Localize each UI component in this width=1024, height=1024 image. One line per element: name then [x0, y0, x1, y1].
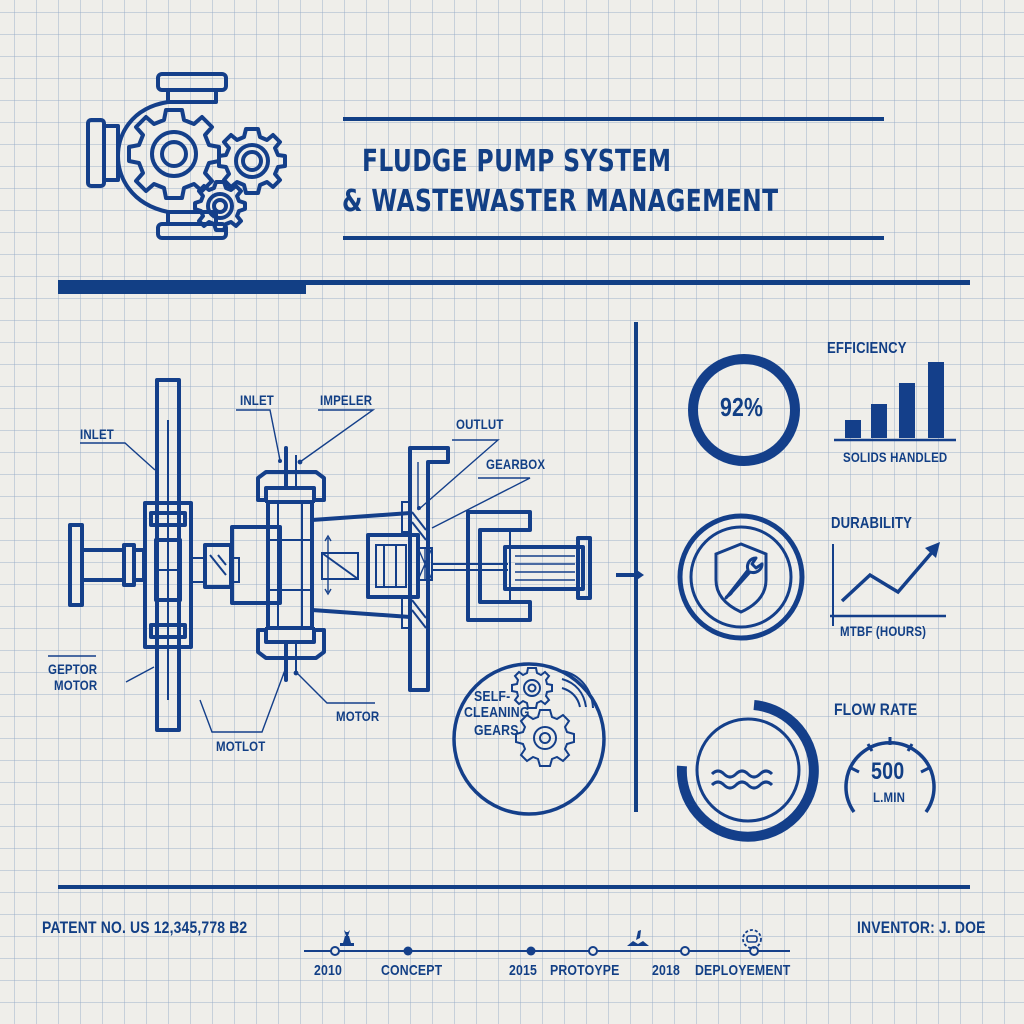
callout-geptor-motor-line1: GEPTOR	[48, 661, 98, 677]
callout-motlot: MOTLOT	[216, 738, 266, 754]
solids-handled-caption: SOLIDS HANDLED	[843, 449, 948, 465]
efficiency-title: EFFICIENCY	[827, 340, 907, 357]
water-waves-icon	[676, 700, 819, 842]
callout-motor: MOTOR	[336, 708, 380, 724]
shield-wrench-icon	[677, 513, 805, 641]
timeline-label-2010: 2010	[314, 962, 343, 979]
concept-trophy-icon	[340, 930, 354, 946]
efficiency-donut	[688, 354, 800, 466]
timeline-label-concept: CONCEPT	[381, 962, 443, 979]
page-title-line2: & WASTEWASTER MANAGEMENT	[342, 184, 779, 219]
section-divider-thick	[58, 280, 306, 294]
gears-icon	[511, 667, 553, 709]
self-cleaning-gears-badge	[452, 662, 606, 816]
solids-handled-bar-chart	[834, 362, 956, 442]
title-rule-bottom	[343, 236, 884, 240]
flow-rate-title: FLOW RATE	[834, 700, 918, 719]
durability-title: DURABILITY	[831, 515, 913, 532]
timeline-label-2015: 2015	[509, 962, 538, 979]
timeline-label-2018: 2018	[652, 962, 681, 979]
vertical-divider	[634, 322, 638, 812]
inventor-name: INVENTOR: J. DOE	[857, 918, 986, 937]
mtbf-caption: MTBF (HOURS)	[840, 623, 927, 639]
callout-inlet-top: INLET	[240, 392, 274, 408]
efficiency-value: 92%	[720, 392, 764, 422]
timeline-label-deployment: DEPLOYEMENT	[695, 962, 791, 979]
development-timeline	[304, 929, 790, 956]
pump-gears-icon	[86, 72, 287, 240]
callout-inlet-left: INLET	[80, 426, 114, 442]
footer-divider	[58, 885, 970, 889]
callout-geptor-motor-line2: MOTOR	[54, 677, 98, 693]
divider-arrow-icon	[616, 568, 644, 582]
timeline-label-prototype: PROTOYPE	[550, 962, 620, 979]
flow-rate-value: 500	[871, 758, 905, 785]
patent-number: PATENT NO. US 12,345,778 B2	[42, 918, 248, 937]
title-rule-top	[343, 117, 884, 121]
callout-impeller: IMPELER	[320, 392, 373, 408]
deployment-badge-icon	[742, 929, 762, 949]
prototype-figure-icon	[627, 930, 649, 946]
flow-rate-gauge	[844, 737, 936, 814]
badge-line3: GEARS	[474, 722, 519, 739]
page-title-line1: FLUDGE PUMP SYSTEM	[362, 144, 672, 179]
badge-line1: SELF-	[474, 688, 511, 705]
pump-cross-section-diagram	[48, 378, 592, 733]
flow-rate-unit: L.MIN	[873, 789, 906, 805]
mtbf-line-chart	[830, 542, 946, 626]
badge-line2: CLEANING	[464, 704, 530, 721]
callout-outlet: OUTLUT	[456, 416, 504, 432]
callout-gearbox: GEARBOX	[486, 456, 546, 472]
section-divider	[306, 280, 970, 285]
